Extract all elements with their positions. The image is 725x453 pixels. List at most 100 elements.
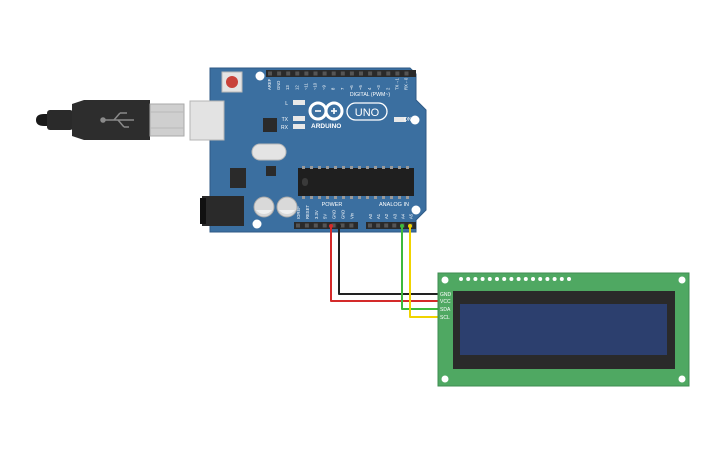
usb-symbol-icon <box>100 112 134 128</box>
wire-sda[interactable] <box>401 226 446 310</box>
mounting-hole <box>678 375 686 383</box>
led-label-l: L <box>285 101 288 107</box>
lcd-pad <box>509 277 514 281</box>
header-socket[interactable] <box>349 223 354 228</box>
reset-button-cap[interactable] <box>226 76 238 88</box>
digital-pin-label: ~11 <box>303 83 308 90</box>
lcd-screen <box>460 304 667 355</box>
wire-vcc[interactable] <box>330 226 446 302</box>
usb-cable[interactable] <box>36 100 185 140</box>
analog-pin-label: A2 <box>384 213 389 219</box>
header-socket[interactable] <box>268 71 272 76</box>
header-socket[interactable] <box>295 71 300 76</box>
usb-chip <box>263 118 277 132</box>
lcd-pad <box>480 277 485 281</box>
header-socket[interactable] <box>322 71 327 76</box>
header-socket[interactable] <box>395 71 400 76</box>
usb-jack <box>189 100 225 141</box>
digital-pin-label: 8 <box>331 87 336 90</box>
atmega-chip <box>298 168 414 196</box>
header-socket[interactable] <box>386 71 391 76</box>
header-socket[interactable] <box>286 71 291 76</box>
model-label: UNO <box>355 107 380 119</box>
power-pin-label: RESET <box>305 205 310 219</box>
header-socket[interactable] <box>384 223 389 228</box>
power-pin-label: 3.3V <box>314 210 319 219</box>
lcd-pad <box>545 277 550 281</box>
digital-pin-label: 2 <box>385 87 390 90</box>
lcd-pad <box>502 277 507 281</box>
header-socket[interactable] <box>313 223 318 228</box>
arduino-logo-icon <box>308 101 344 121</box>
mounting-hole <box>441 276 449 284</box>
mounting-hole <box>441 375 449 383</box>
digital-pin-label: AREF <box>267 78 272 90</box>
header-socket[interactable] <box>376 223 381 228</box>
digital-pin-label: ~6 <box>349 85 354 90</box>
usb-strain-relief <box>47 110 73 130</box>
lcd-pad <box>466 277 471 281</box>
power-pin-label: GND <box>332 210 337 219</box>
digital-pin-label: ~10 <box>313 82 318 90</box>
header-socket[interactable] <box>359 71 363 76</box>
header-socket[interactable] <box>340 71 345 76</box>
lcd-pin-sda: SDA <box>440 307 451 313</box>
digital-pin-label: ~9 <box>322 85 327 90</box>
digital-pin-label: 12 <box>294 85 299 90</box>
lcd-pad <box>538 277 543 281</box>
wires[interactable] <box>329 224 446 318</box>
lcd-module[interactable]: GND VCC SDA SCL <box>437 272 690 387</box>
power-pin-label: 5V <box>323 214 328 219</box>
header-socket[interactable] <box>368 71 373 76</box>
header-socket[interactable] <box>313 71 318 76</box>
mounting-hole <box>678 276 686 284</box>
header-socket[interactable] <box>304 71 309 76</box>
usb-cable-tail <box>36 114 48 126</box>
mounting-hole <box>255 71 265 81</box>
digital-pin-label: ~5 <box>358 85 363 90</box>
header-socket[interactable] <box>331 71 336 76</box>
header-socket[interactable] <box>296 223 300 228</box>
digital-pin-label: GND <box>276 81 281 90</box>
on-label: ON <box>404 117 412 123</box>
header-socket[interactable] <box>331 223 336 228</box>
header-socket[interactable] <box>277 71 282 76</box>
digital-pin-label: TX→1 <box>394 77 399 90</box>
digital-header-label: DIGITAL (PWM~) <box>350 92 390 98</box>
usb-metal-shell <box>149 103 185 137</box>
header-socket[interactable] <box>368 223 372 228</box>
power-label: POWER <box>322 202 343 208</box>
analog-pin-label: A3 <box>392 213 397 219</box>
chip-pins <box>302 166 409 199</box>
crystal-oscillator <box>251 143 287 161</box>
analog-label: ANALOG IN <box>379 202 409 208</box>
lcd-pad <box>473 277 478 281</box>
header-socket[interactable] <box>304 223 309 228</box>
lcd-pin-gnd: GND <box>440 292 452 298</box>
power-pin-label: Vin <box>349 212 354 219</box>
analog-pin-label: A4 <box>400 213 405 219</box>
power-pin-label: IOREF <box>296 206 301 219</box>
power-pin-label: GND <box>341 210 346 219</box>
lcd-pin-vcc: VCC <box>440 299 451 305</box>
lcd-pad <box>552 277 557 281</box>
header-socket[interactable] <box>377 71 382 76</box>
status-leds: L TX RX <box>281 100 305 131</box>
header-socket[interactable] <box>404 71 409 76</box>
wire-gnd[interactable] <box>338 226 446 295</box>
header-socket[interactable] <box>340 223 345 228</box>
lcd-pad <box>559 277 564 281</box>
header-socket[interactable] <box>322 223 327 228</box>
analog-pin-label: A1 <box>376 213 381 219</box>
wire-scl[interactable] <box>409 226 446 318</box>
lcd-pad <box>516 277 521 281</box>
header-socket[interactable] <box>392 223 397 228</box>
mounting-hole <box>252 219 262 229</box>
header-socket[interactable] <box>349 71 354 76</box>
digital-pin-label: 7 <box>340 87 345 90</box>
